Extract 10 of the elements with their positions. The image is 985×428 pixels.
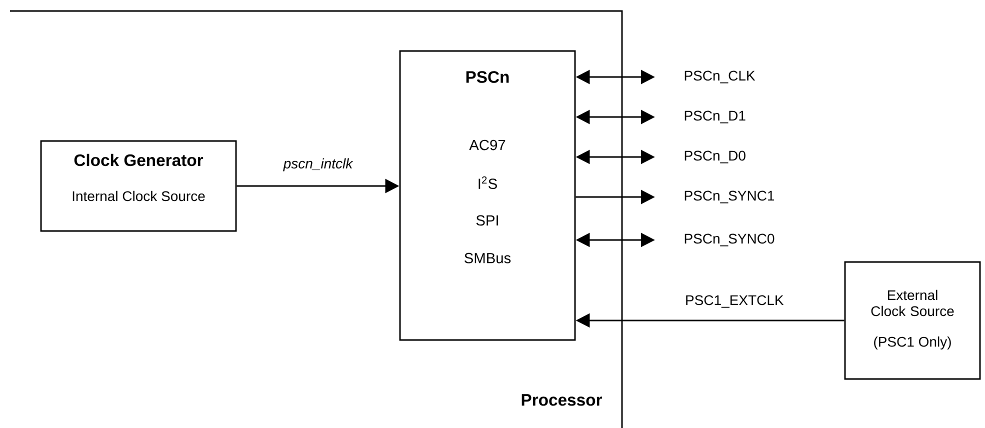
signal-label: PSCn_SYNC0 xyxy=(684,234,774,246)
source-box: External Clock Source (PSC1 Only) xyxy=(844,261,981,380)
signal-label: PSCn_CLK xyxy=(684,70,756,84)
signal-label: PSCn_D0 xyxy=(684,150,746,164)
block-box: Clock Generator Internal Clock Source xyxy=(40,140,237,232)
edge-label: PSC1_EXTCLK xyxy=(686,295,784,308)
signal-label: PSCn_D1 xyxy=(684,110,746,124)
edge-label: pscn_intclk xyxy=(283,158,354,172)
block-box: PSCn AC97 I$^{2}$S SPI SMBus xyxy=(399,50,576,341)
signal-label: PSCn_SYNC1 xyxy=(684,190,774,204)
